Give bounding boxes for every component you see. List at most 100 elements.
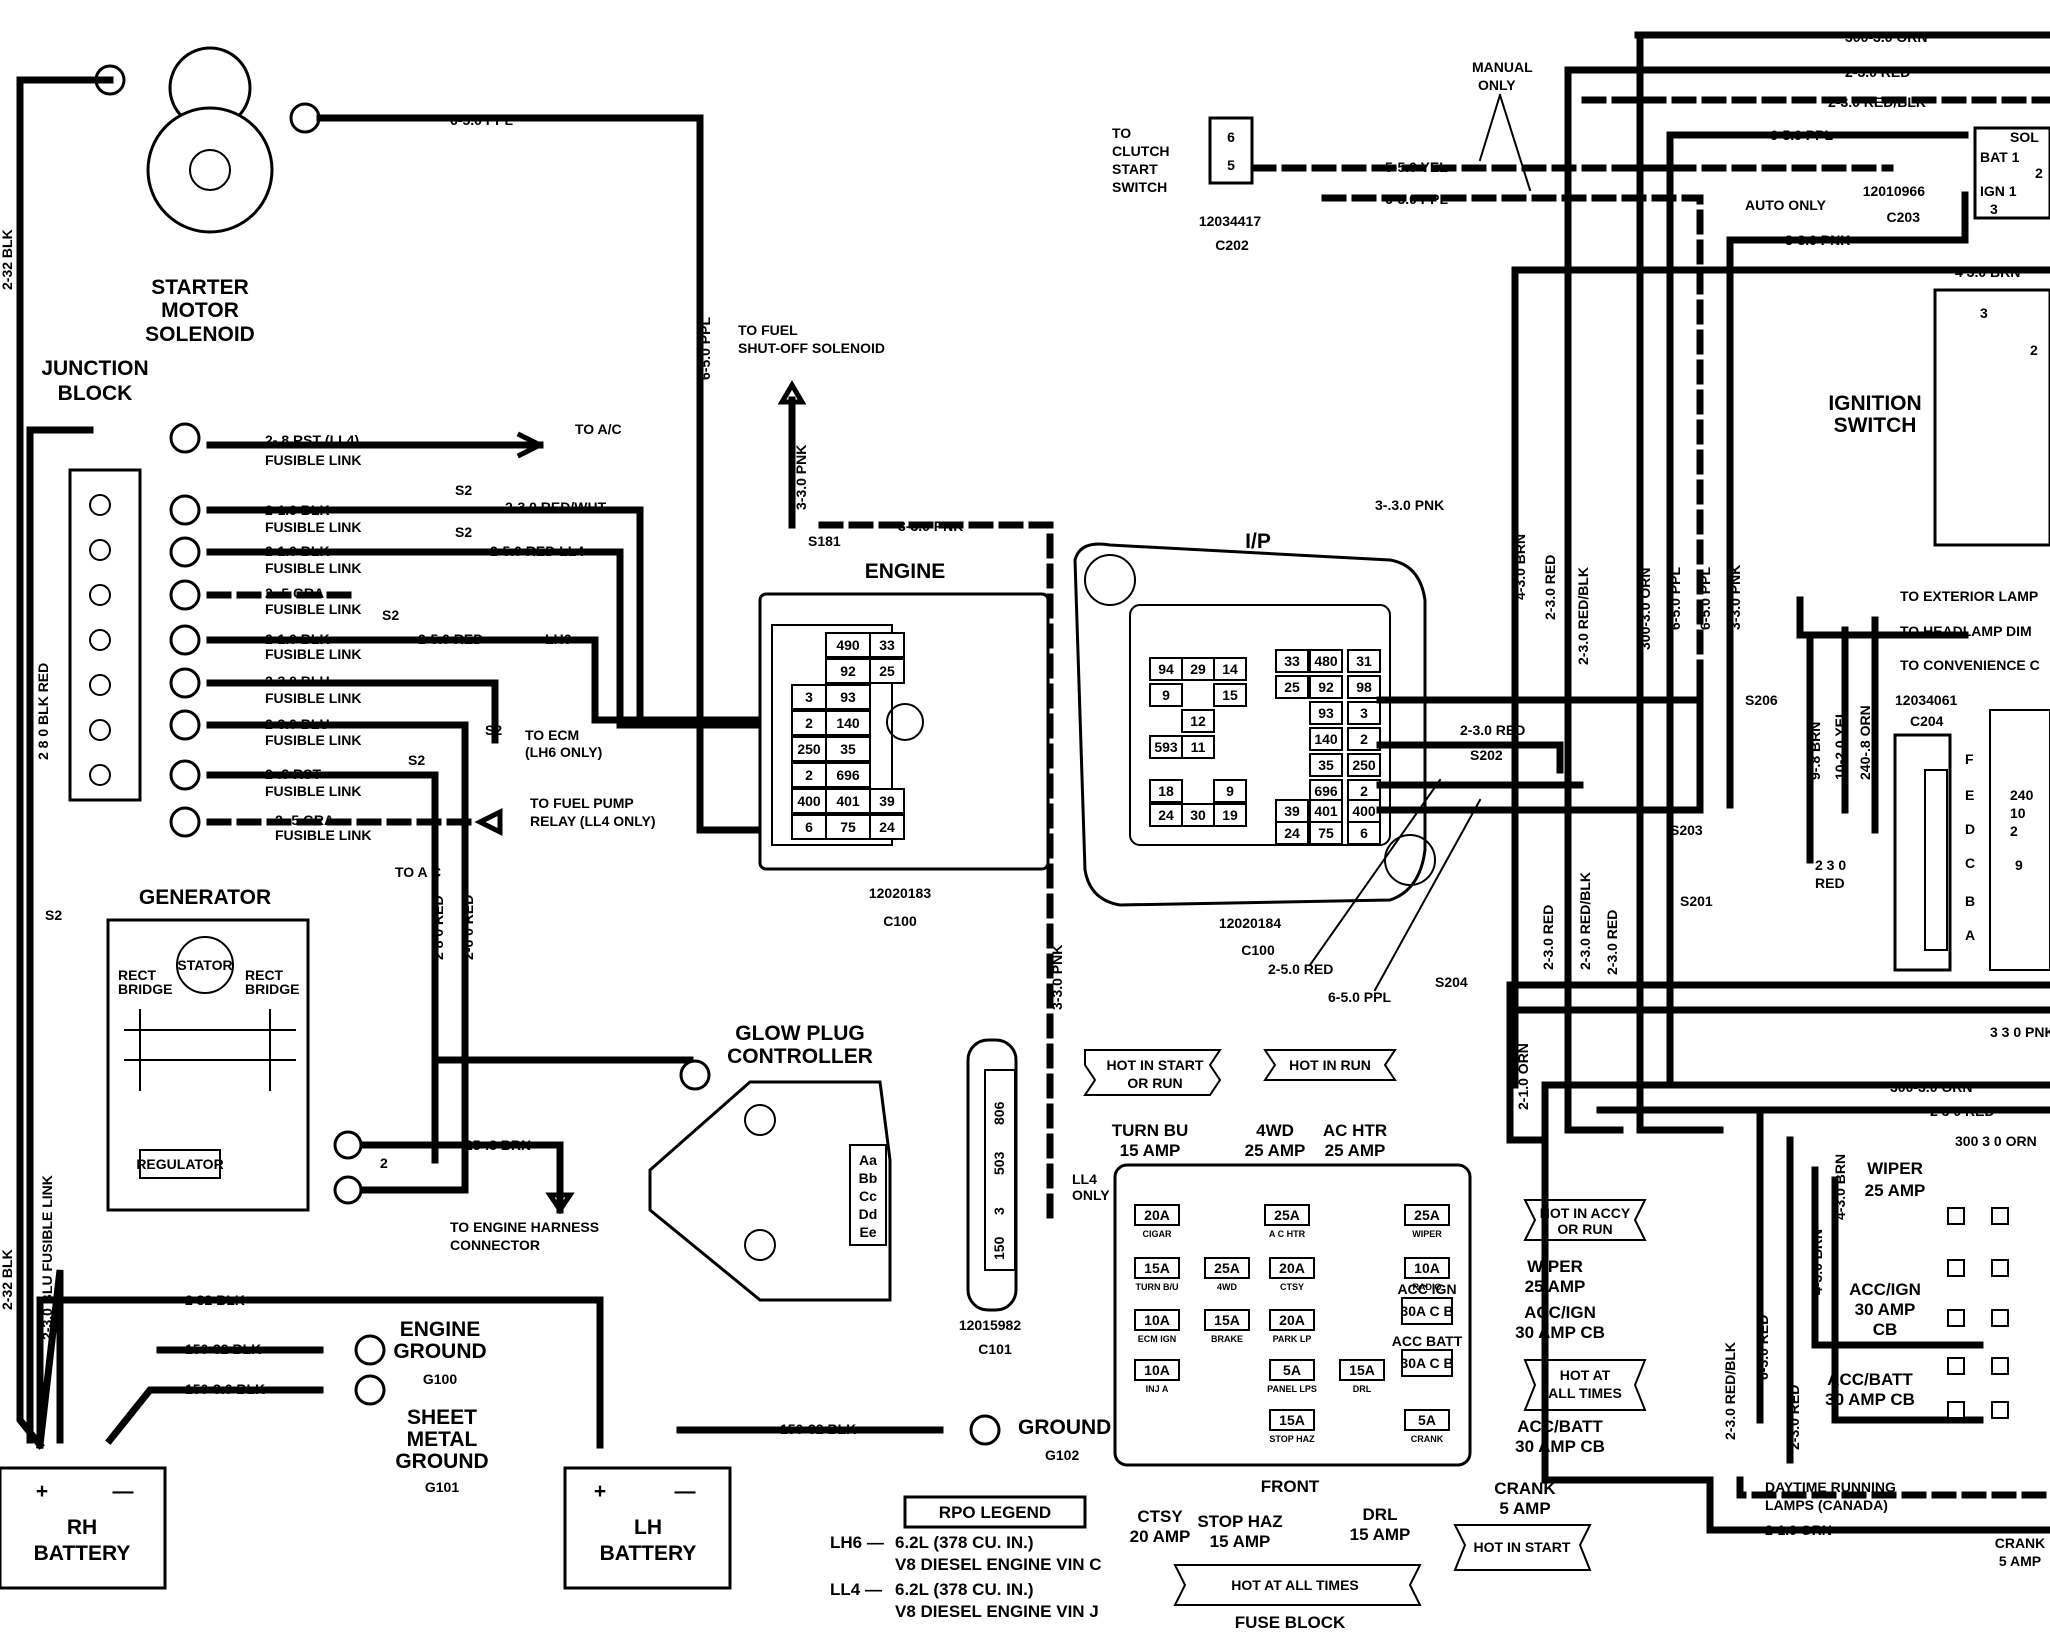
gp-pin-e: Ee xyxy=(859,1224,876,1240)
wire-300-30-orn-v: 300-3.0 ORN xyxy=(1637,568,1653,650)
engine-cavity-label: 25 xyxy=(879,663,895,679)
fuse-name: PANEL LPS xyxy=(1267,1384,1317,1394)
fuse xyxy=(1269,1359,1315,1381)
engine-cavity xyxy=(825,762,871,788)
engine-cavity-label: 2 xyxy=(805,715,813,731)
engine-cavity xyxy=(825,632,871,658)
c101-pin-806: 806 xyxy=(991,1101,1007,1125)
wire-25-8-brn: 25-.8 BRN xyxy=(465,1137,531,1153)
wire-150-80-blk: 150-8.0 BLK xyxy=(185,1381,265,1397)
c203-bat1: BAT 1 xyxy=(1980,149,2020,165)
ip-cavity-label: 593 xyxy=(1154,739,1178,755)
engine-ground: ENGINE GROUND G100 xyxy=(354,1318,487,1387)
engine-cavity-label: 490 xyxy=(836,637,860,653)
ip-cavity xyxy=(1213,779,1247,803)
wire-3-30-pnk-vert: 3-3.0 PNK xyxy=(1049,945,1065,1010)
engine-cavity-label: 3 xyxy=(805,689,813,705)
ip-cavity-label: 12 xyxy=(1190,713,1206,729)
wire-2-8-rst-ll4: 2-.8 RST (LL4) xyxy=(265,432,359,448)
wire-2-30-red-2: 2 3 0 xyxy=(1815,857,1846,873)
c204-connector: 12034061 C204 F E D C B A 240 10 2 9 xyxy=(1893,692,2050,972)
fb-wiper-2: 25 AMP xyxy=(1525,1277,1586,1296)
rp-accign-2: 30 AMP xyxy=(1855,1300,1916,1319)
to-exterior-lamp: TO EXTERIOR LAMP xyxy=(1900,588,2038,604)
c202-pin-5: 5 xyxy=(1227,157,1235,173)
wire-3-30-pnk-c: 3-.3.0 PNK xyxy=(1375,497,1444,513)
hot-accy-2: OR RUN xyxy=(1557,1221,1612,1237)
rp-drl-2: LAMPS (CANADA) xyxy=(1765,1497,1888,1513)
front-label: FRONT xyxy=(1261,1477,1320,1496)
wire-6-50-ppl-top: 6-5.0 PPL xyxy=(450,112,513,128)
wire-2-80-red: 2 8 0 RED xyxy=(430,895,446,960)
c101-note-2: ONLY xyxy=(1072,1187,1110,1203)
ip-cavity xyxy=(1347,821,1381,845)
engine-ground-id: G100 xyxy=(423,1371,457,1387)
wire-3-30-pnk-horiz: 3-3.0 PNK xyxy=(898,518,963,534)
c203-connector: SOL BAT 1 IGN 1 3 2 12010966 C203 xyxy=(1863,126,2050,225)
wire-2-30-blu-1: 2-3.0 BLU xyxy=(265,673,330,689)
c202-pin-6: 6 xyxy=(1227,129,1235,145)
engine-cavity-label: 140 xyxy=(836,715,860,731)
auto-only: AUTO ONLY xyxy=(1745,197,1827,213)
glow-plug-title-1: GLOW PLUG xyxy=(735,1022,865,1045)
wire-2-8-rst: 2-.8 RST xyxy=(265,766,321,782)
to-fuel-pump-1: TO FUEL PUMP xyxy=(530,795,634,811)
fuse xyxy=(1404,1257,1450,1279)
rpo-lh6-code: LH6 — xyxy=(830,1533,884,1552)
fusible-link-4: FUSIBLE LINK xyxy=(265,601,361,617)
fb-crank-2: 5 AMP xyxy=(1499,1499,1550,1518)
rect-left-1: RECT xyxy=(118,967,157,983)
hot-all-2: ALL TIMES xyxy=(1548,1385,1622,1401)
wire-300-30-orn-r: 300-3.0 ORN xyxy=(1890,1079,1972,1095)
achtr-1: AC HTR xyxy=(1323,1121,1387,1140)
fuse-amp: 15A xyxy=(1349,1362,1375,1378)
wire-6-50-ppl-v: 6-5.0 PPL xyxy=(1667,567,1683,630)
ip-cavity-label: 24 xyxy=(1284,825,1300,841)
ground-g102: GROUND G102 xyxy=(969,1414,1111,1463)
to-headlamp: TO HEADLAMP DIM xyxy=(1900,623,2032,639)
splice-s2-d: S2 xyxy=(485,722,502,738)
rp-accbatt-2: 30 AMP CB xyxy=(1825,1390,1915,1409)
lh-battery-1: LH xyxy=(634,1516,662,1539)
fb-accign-2: 30 AMP CB xyxy=(1515,1323,1605,1342)
wire-3-30-pnk-b: 3-3.0 PNK xyxy=(1785,232,1850,248)
ground-id: G102 xyxy=(1045,1447,1079,1463)
c203-ign1: IGN 1 xyxy=(1980,183,2017,199)
splice-s2-e: S2 xyxy=(408,752,425,768)
splice-s2-c: S2 xyxy=(382,607,399,623)
c202-part-no: 12034417 xyxy=(1199,213,1262,229)
engine-cavity-label: 33 xyxy=(879,637,895,653)
engine-cavity xyxy=(825,788,871,814)
c202-connector: TO CLUTCH START SWITCH 6 5 12034417 C202 xyxy=(1112,116,1262,253)
ip-cavity-label: 2 xyxy=(1360,731,1368,747)
splice-s204: S204 xyxy=(1435,974,1468,990)
fuse xyxy=(1134,1359,1180,1381)
engine-part-no: 12020183 xyxy=(869,885,932,901)
starter-title-2: MOTOR xyxy=(161,299,239,322)
fuse-amp: 5A xyxy=(1418,1412,1436,1428)
splice-s2-left: S2 xyxy=(45,907,62,923)
ip-cavity xyxy=(1347,701,1381,725)
junction-block: JUNCTION BLOCK xyxy=(41,357,149,802)
fuse-amp: 25A xyxy=(1214,1260,1240,1276)
ip-cavity-label: 3 xyxy=(1360,705,1368,721)
turn-1: TURN BU xyxy=(1112,1121,1189,1140)
fusible-link-6: FUSIBLE LINK xyxy=(265,690,361,706)
gp-pin-d: Dd xyxy=(859,1206,878,1222)
wire-3-30-pnk-v: 3-3.0 PNK xyxy=(1727,565,1743,630)
ip-cavity xyxy=(1347,753,1381,777)
wire-2-30-red-h: 2-3.0 RED xyxy=(1460,722,1525,738)
wd4-2: 25 AMP xyxy=(1245,1141,1306,1160)
fuse xyxy=(1264,1204,1310,1226)
wire-3-30-pnk-r: 3 3 0 PNK xyxy=(1990,1024,2050,1040)
wire-6-50-ppl-d: 6-5.0 PPL xyxy=(1328,989,1391,1005)
engine-cavity xyxy=(869,632,905,658)
ground-label: GROUND xyxy=(1018,1416,1111,1439)
fuse-name: BRAKE xyxy=(1211,1334,1243,1344)
c101-note-1: LL4 xyxy=(1072,1171,1097,1187)
fuse-name: CTSY xyxy=(1280,1282,1304,1292)
c101-part-no: 12015982 xyxy=(959,1317,1022,1333)
engine-ground-1: ENGINE xyxy=(400,1318,481,1341)
right-fuse-panel: WIPER 25 AMP ACC/IGN 30 AMP CB ACC/BATT … xyxy=(1765,1159,2045,1569)
